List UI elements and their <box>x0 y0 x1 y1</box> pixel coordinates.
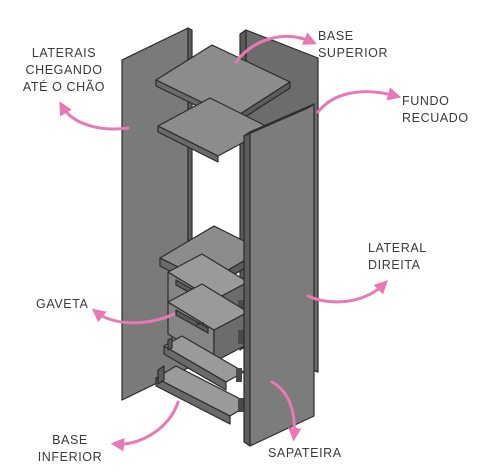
label-gaveta: GAVETA <box>36 297 89 311</box>
arrow-base-inferior <box>110 400 180 452</box>
label-sapateira: SAPATEIRA <box>268 446 342 460</box>
label-base-inferior: BASE INFERIOR <box>38 433 103 464</box>
label-base-inferior-line1: BASE <box>52 433 88 447</box>
right-side-panel <box>243 103 315 447</box>
shoe-rack-lower <box>155 365 251 425</box>
label-base-superior: BASE SUPERIOR <box>318 29 388 60</box>
label-laterais-line1: LATERAIS <box>32 46 96 60</box>
label-laterais-line2: CHEGANDO <box>25 63 102 77</box>
label-fundo-recuado-line2: RECUADO <box>402 111 469 125</box>
shoe-rack-upper <box>163 335 245 391</box>
label-lateral-direita-line1: LATERAL <box>368 241 427 255</box>
arrow-sapateira <box>270 380 302 442</box>
label-lateral-direita: LATERAL DIREITA <box>368 241 427 272</box>
arrow-laterais <box>59 101 130 131</box>
label-laterais: LATERAIS CHEGANDO ATÉ O CHÃO <box>23 46 105 94</box>
label-lateral-direita-line2: DIREITA <box>368 258 421 272</box>
label-gaveta-line1: GAVETA <box>36 297 89 311</box>
label-fundo-recuado: FUNDO RECUADO <box>402 94 469 125</box>
label-sapateira-line1: SAPATEIRA <box>268 446 342 460</box>
label-base-superior-line1: BASE <box>318 29 354 43</box>
label-fundo-recuado-line1: FUNDO <box>402 94 449 108</box>
label-laterais-line3: ATÉ O CHÃO <box>23 79 105 94</box>
arrow-base-superior <box>234 32 317 64</box>
arrow-lateral-direita <box>306 280 388 304</box>
label-base-superior-line2: SUPERIOR <box>318 46 388 60</box>
arrow-gaveta <box>91 308 176 325</box>
label-base-inferior-line2: INFERIOR <box>38 450 103 464</box>
arrow-fundo-recuado <box>316 87 402 114</box>
